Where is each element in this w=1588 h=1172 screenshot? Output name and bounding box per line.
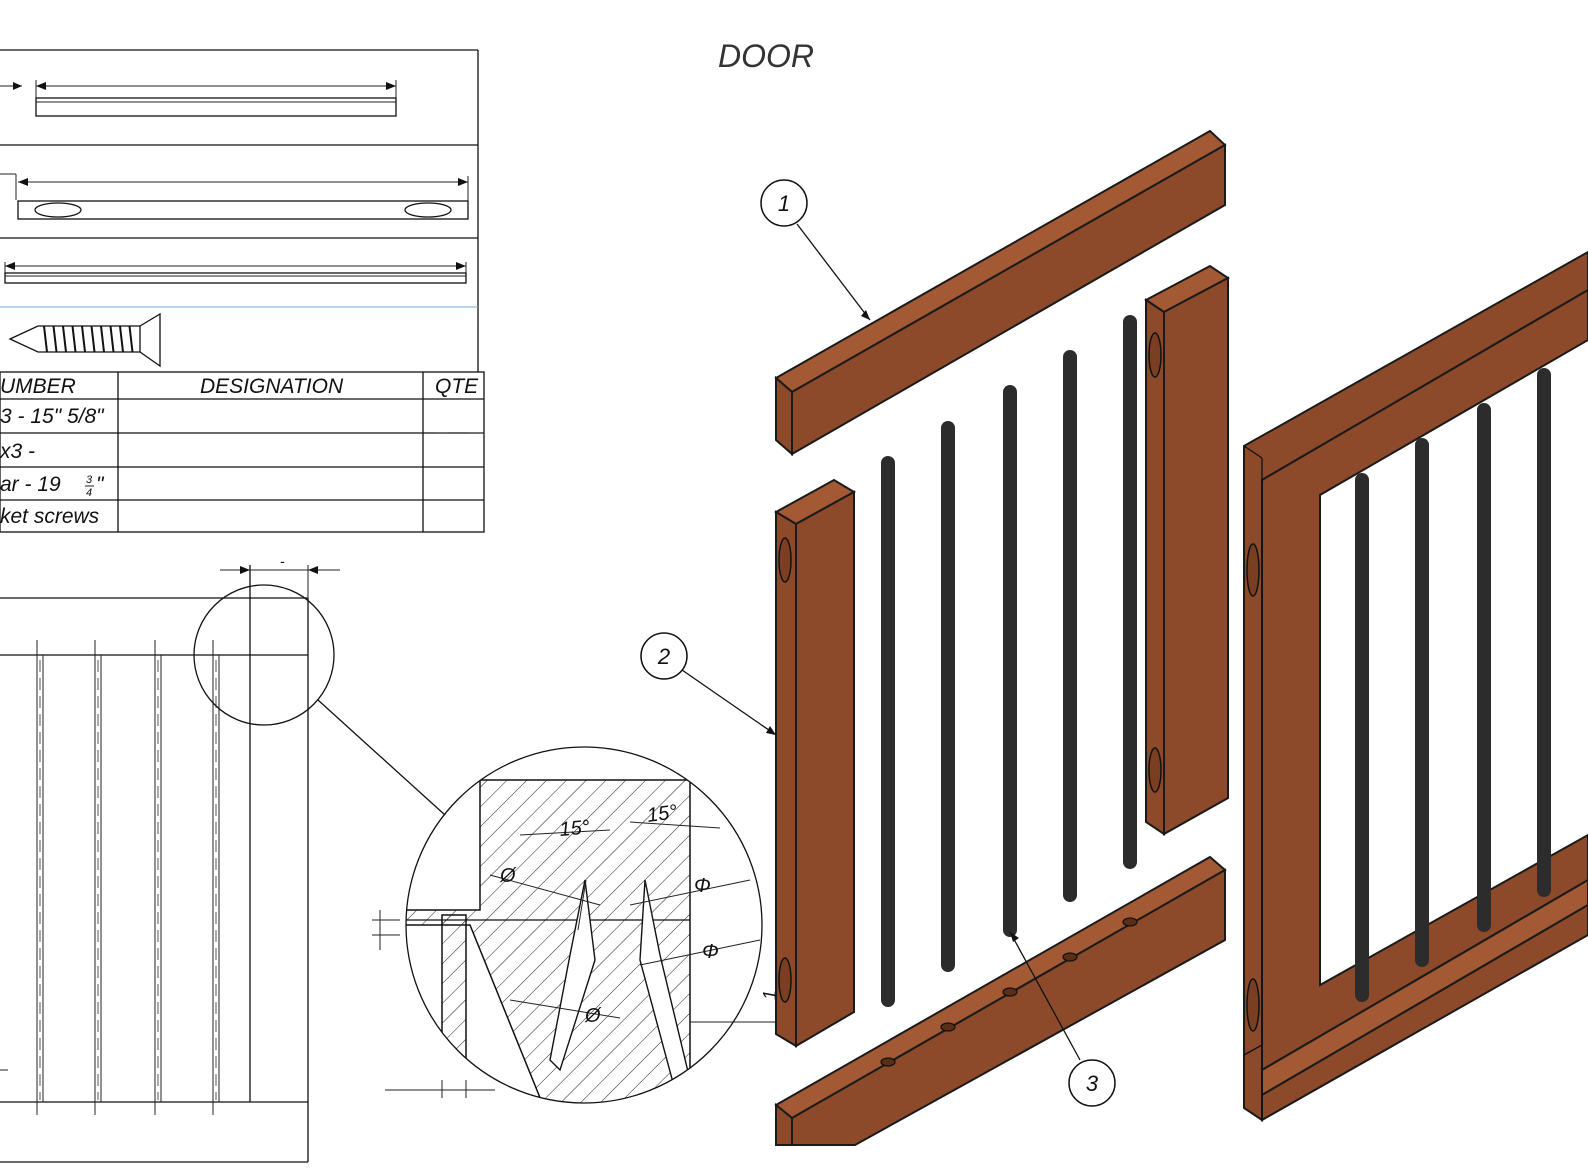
balusters xyxy=(881,315,1137,1007)
angle-label-right: 15° xyxy=(646,801,679,827)
pocket-screw-sketch xyxy=(8,312,161,368)
screw-thread-line xyxy=(71,325,77,353)
svg-text:-: - xyxy=(280,553,285,569)
rail-hole xyxy=(1122,917,1138,927)
screw-thread-line xyxy=(100,325,105,353)
exploded-isometric-view: 1 2 3 xyxy=(640,129,1588,1146)
screw-thread-line xyxy=(81,325,86,353)
angle-label-left: 15° xyxy=(559,816,591,841)
table-row-3-suffix: " xyxy=(96,473,105,496)
bottom-rail xyxy=(774,855,1227,1146)
table-row-3-number: ar - 19 xyxy=(0,473,61,496)
parts-sketch-panel xyxy=(0,49,479,372)
left-stile xyxy=(773,478,857,1048)
diameter-label-bottom: Ø xyxy=(584,1005,602,1027)
table-row-2-number: x3 - xyxy=(0,440,35,463)
front-elevation-view: - xyxy=(0,553,446,1163)
screw-thread-line xyxy=(62,325,67,353)
table-row-4-number: ket screws xyxy=(0,505,100,528)
callout-3-label: 3 xyxy=(1086,1071,1099,1096)
rail-hole xyxy=(940,1022,956,1032)
rail-hole xyxy=(1062,952,1078,962)
table-row-1-number: 3 - 15" 5/8" xyxy=(0,405,105,428)
callout-1: 1 xyxy=(760,179,871,321)
callout-2: 2 xyxy=(640,632,777,736)
part-2-sketch xyxy=(0,173,469,220)
screw-thread-line xyxy=(90,325,96,353)
diameter-label-right-mid: Φ xyxy=(702,941,719,963)
assembled-door xyxy=(1243,250,1588,1122)
length-label: 1 xyxy=(760,990,780,1000)
table-header-designation: DESIGNATION xyxy=(200,375,344,398)
parts-table: UMBER DESIGNATION QTE 3 - 15" 5/8" x3 - … xyxy=(0,371,485,533)
diameter-label-left-top: Ø xyxy=(499,865,517,887)
table-row-3-fraction-den: 4 xyxy=(86,487,92,499)
screw-thread-line xyxy=(52,325,58,353)
callout-3: 3 xyxy=(1009,931,1116,1107)
rail-hole xyxy=(1002,987,1018,997)
top-rail xyxy=(774,129,1227,457)
table-row-3-fraction-num: 3 xyxy=(86,474,93,486)
detail-leader-line xyxy=(317,699,446,816)
screw-thread-line xyxy=(43,325,48,353)
detail-circle-marker xyxy=(193,584,335,726)
callout-2-label: 2 xyxy=(657,644,670,669)
screw-thread-line xyxy=(109,325,115,353)
table-header-number: UMBER xyxy=(0,375,76,398)
drawing-title: DOOR xyxy=(718,38,814,74)
screw-thread-line xyxy=(128,325,134,353)
callout-1-label: 1 xyxy=(778,191,790,216)
table-header-qte: QTE xyxy=(435,375,479,398)
diameter-label-right-top: Φ xyxy=(694,875,711,897)
section-detail-view: 15° 15° Ø Φ Φ Ø 1 xyxy=(372,746,785,1104)
screw-thread-line xyxy=(119,325,124,353)
part-3-sketch xyxy=(4,262,467,284)
rail-hole xyxy=(880,1057,896,1067)
part-1-sketch xyxy=(0,80,397,117)
right-stile xyxy=(1144,264,1230,836)
